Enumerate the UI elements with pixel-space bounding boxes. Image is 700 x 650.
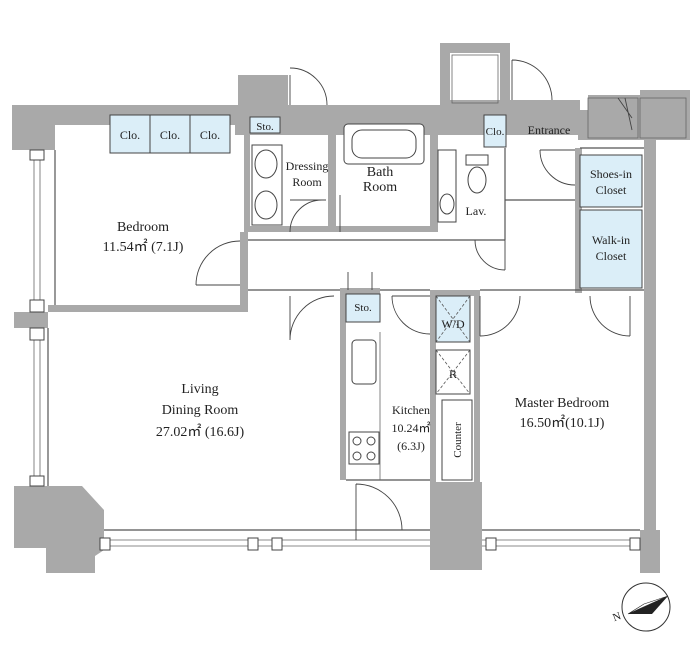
room-labels: Clo. Clo. Clo. Sto. Clo. Sto. W/D R Coun… xyxy=(103,121,632,458)
shoes-closet-line1: Shoes-in xyxy=(590,167,632,181)
closet-label-3: Clo. xyxy=(200,128,220,142)
living-line2: Dining Room xyxy=(162,403,239,418)
living-area: 27.02㎡ (16.6J) xyxy=(156,424,245,440)
dressing-room-line2: Room xyxy=(292,175,322,189)
storage-units xyxy=(109,114,643,343)
doors xyxy=(195,59,633,540)
bedroom-area: 11.54㎡ (7.1J) xyxy=(103,239,184,255)
walls xyxy=(12,43,690,573)
closet-entrance xyxy=(483,114,507,148)
closet-2 xyxy=(149,114,191,154)
counter-label: Counter xyxy=(452,422,464,458)
north-arrow: N xyxy=(611,582,671,632)
north-label: N xyxy=(611,610,623,624)
living-line1: Living xyxy=(181,382,218,397)
master-bedroom-name: Master Bedroom xyxy=(515,396,610,411)
outlines xyxy=(29,54,687,551)
closet-3 xyxy=(189,114,231,154)
storage-kitchen xyxy=(345,293,381,323)
fixtures xyxy=(251,123,489,481)
walkin-closet-line1: Walk-in xyxy=(592,233,630,247)
kitchen-area-j: (6.3J) xyxy=(397,439,425,453)
storage-top xyxy=(249,116,281,134)
bedroom-name: Bedroom xyxy=(117,220,169,235)
entrance-label: Entrance xyxy=(528,123,571,137)
closet-label-entrance: Clo. xyxy=(486,126,505,138)
closet-label-2: Clo. xyxy=(160,128,180,142)
shoes-closet xyxy=(579,154,643,208)
dressing-room-line1: Dressing xyxy=(286,159,329,173)
master-bedroom-area: 16.50㎡(10.1J) xyxy=(520,415,605,431)
bath-room-line2: Room xyxy=(363,180,397,195)
kitchen-area: 10.24㎡ xyxy=(391,421,430,435)
washer-dryer-label: W/D xyxy=(441,317,465,331)
kitchen-name: Kitchen xyxy=(392,403,430,417)
walkin-closet xyxy=(579,209,643,289)
storage-label-top: Sto. xyxy=(256,121,274,133)
bath-room-line1: Bath xyxy=(367,165,393,180)
fridge-label: R xyxy=(449,367,457,381)
shoes-closet-line2: Closet xyxy=(596,183,627,197)
closet-label-1: Clo. xyxy=(120,128,140,142)
storage-label-kitchen: Sto. xyxy=(354,302,372,314)
walkin-closet-line2: Closet xyxy=(596,249,627,263)
lav-label: Lav. xyxy=(466,204,487,218)
